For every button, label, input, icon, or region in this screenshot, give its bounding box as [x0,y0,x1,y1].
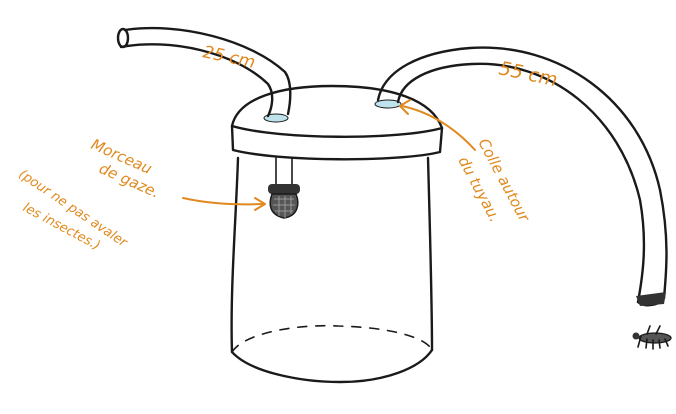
jar-right-wall [428,158,432,350]
lid-rim [232,126,442,159]
inner-tube [276,158,292,188]
jar [232,158,432,382]
long-tube [378,48,667,306]
insect-icon [633,326,672,349]
jar-bottom-front [232,350,432,382]
arrow-to-gauze [183,198,264,204]
short-tube [118,28,290,116]
short-tube-opening [118,29,128,47]
gauze-plug [268,184,300,218]
jar-left-wall [232,158,238,352]
jar-lid [232,86,442,159]
lid-dome [232,86,442,128]
short-tube-length-label: 25 cm [201,42,257,73]
jar-bottom-back-dashed [232,326,432,352]
long-tube-length-label: 55 cm [497,57,559,91]
